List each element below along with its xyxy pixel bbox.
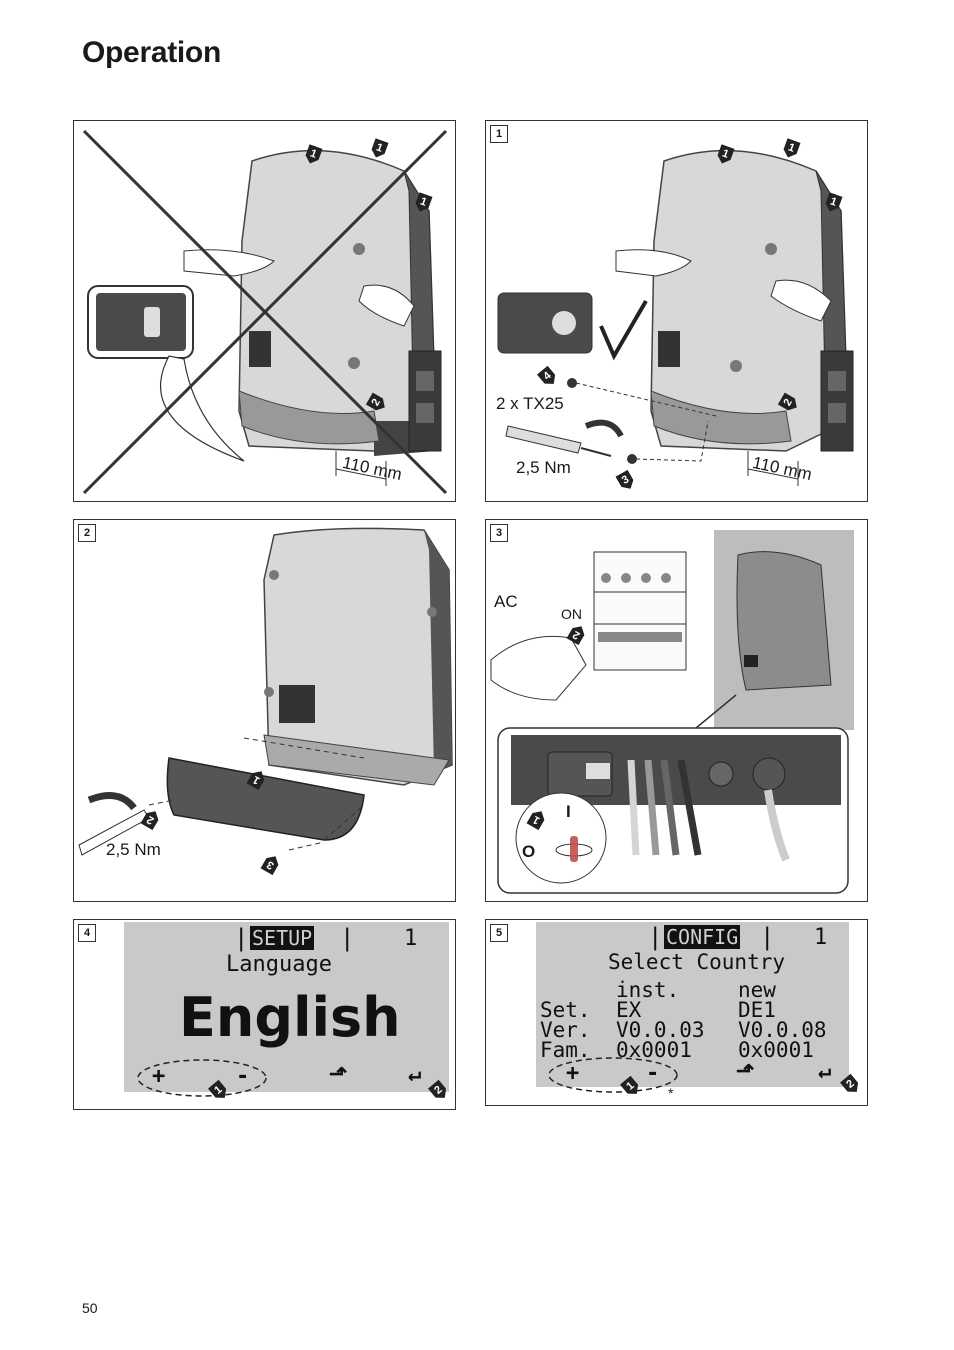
lcd-plus-key[interactable]: +: [566, 1061, 580, 1086]
torque-label: 2,5 Nm: [516, 458, 571, 477]
lcd-key-annotations: [548, 1057, 678, 1093]
inverter-illustration-crossed: [82, 129, 448, 495]
lcd-setup-display: | SETUP | 1 Language English + - ⬏ ↵: [124, 922, 449, 1092]
ac-breaker-illustration: [490, 530, 854, 894]
panel-step-3: 3 AC ON I O: [485, 519, 868, 902]
ac-label: AC: [494, 592, 518, 611]
switch-off-symbol: O: [522, 842, 536, 861]
cover-mounting-illustration: [78, 527, 453, 856]
lcd-config-display: | CONFIG | 1 Select Country inst. new Se…: [536, 922, 849, 1087]
lcd-heading: Select Country: [608, 950, 786, 974]
step-number: 2: [78, 524, 96, 542]
lcd-set-new: DE1: [738, 998, 776, 1022]
lcd-enter-icon[interactable]: ↵: [408, 1062, 422, 1087]
lcd-row-ver: Ver.: [540, 1018, 591, 1042]
lcd-plus-key[interactable]: +: [152, 1064, 166, 1089]
lcd-minus-key[interactable]: -: [236, 1064, 250, 1089]
screw-label: 2 x TX25: [496, 394, 564, 413]
lcd-row-set: Set.: [540, 998, 591, 1022]
lcd-fam-new: 0x0001: [738, 1038, 814, 1062]
lcd-key-annotations: [137, 1059, 267, 1097]
panel-step-1: 1 2 x TX25 2,5 Nm 110 mm: [485, 120, 868, 502]
lcd-page-index: 1: [404, 926, 418, 951]
lcd-bar-right: |: [760, 923, 775, 951]
panel-step-5: 5 | CONFIG | 1 Select Country inst. new …: [485, 919, 868, 1106]
step-number: 3: [490, 524, 508, 542]
torque-label: 2,5 Nm: [106, 840, 161, 859]
step-number: 1: [490, 125, 508, 143]
panel-step-4: 4 | SETUP | 1 Language English + - ⬏ ↵: [73, 919, 456, 1110]
lcd-bar-left: |: [648, 923, 663, 951]
inverter-illustration-correct: [497, 149, 854, 486]
lcd-ver-inst: V0.0.03: [616, 1018, 705, 1042]
lcd-menu-title: SETUP: [250, 926, 315, 950]
step-number: 4: [78, 924, 96, 942]
lcd-ver-new: V0.0.08: [738, 1018, 827, 1042]
page-title: Operation: [82, 36, 221, 69]
panel-incorrect: 110 mm: [73, 120, 456, 502]
lcd-back-icon[interactable]: ⬏: [329, 1062, 348, 1087]
lcd-back-icon[interactable]: ⬏: [736, 1059, 755, 1084]
lcd-col-new: new: [738, 978, 776, 1002]
lcd-heading: Language: [226, 952, 332, 977]
lcd-enter-icon[interactable]: ↵: [818, 1059, 832, 1084]
lcd-row-fam: Fam.: [540, 1038, 591, 1062]
panel-step-2: 2 2,5 Nm: [73, 519, 456, 902]
lcd-value: English: [179, 986, 401, 1049]
lcd-set-inst: EX: [616, 998, 642, 1022]
lcd-page-index: 1: [814, 925, 828, 950]
footnote-asterisk: *: [668, 1085, 674, 1101]
page-number: 50: [82, 1300, 98, 1316]
switch-on-symbol: I: [566, 802, 571, 821]
lcd-bar-right: |: [340, 924, 355, 952]
step-number: 5: [490, 924, 508, 942]
on-label: ON: [561, 606, 582, 622]
lcd-bar-left: |: [234, 924, 249, 952]
lcd-minus-key[interactable]: -: [646, 1061, 660, 1086]
lcd-col-inst: inst.: [616, 978, 680, 1002]
lcd-menu-title: CONFIG: [664, 925, 741, 949]
